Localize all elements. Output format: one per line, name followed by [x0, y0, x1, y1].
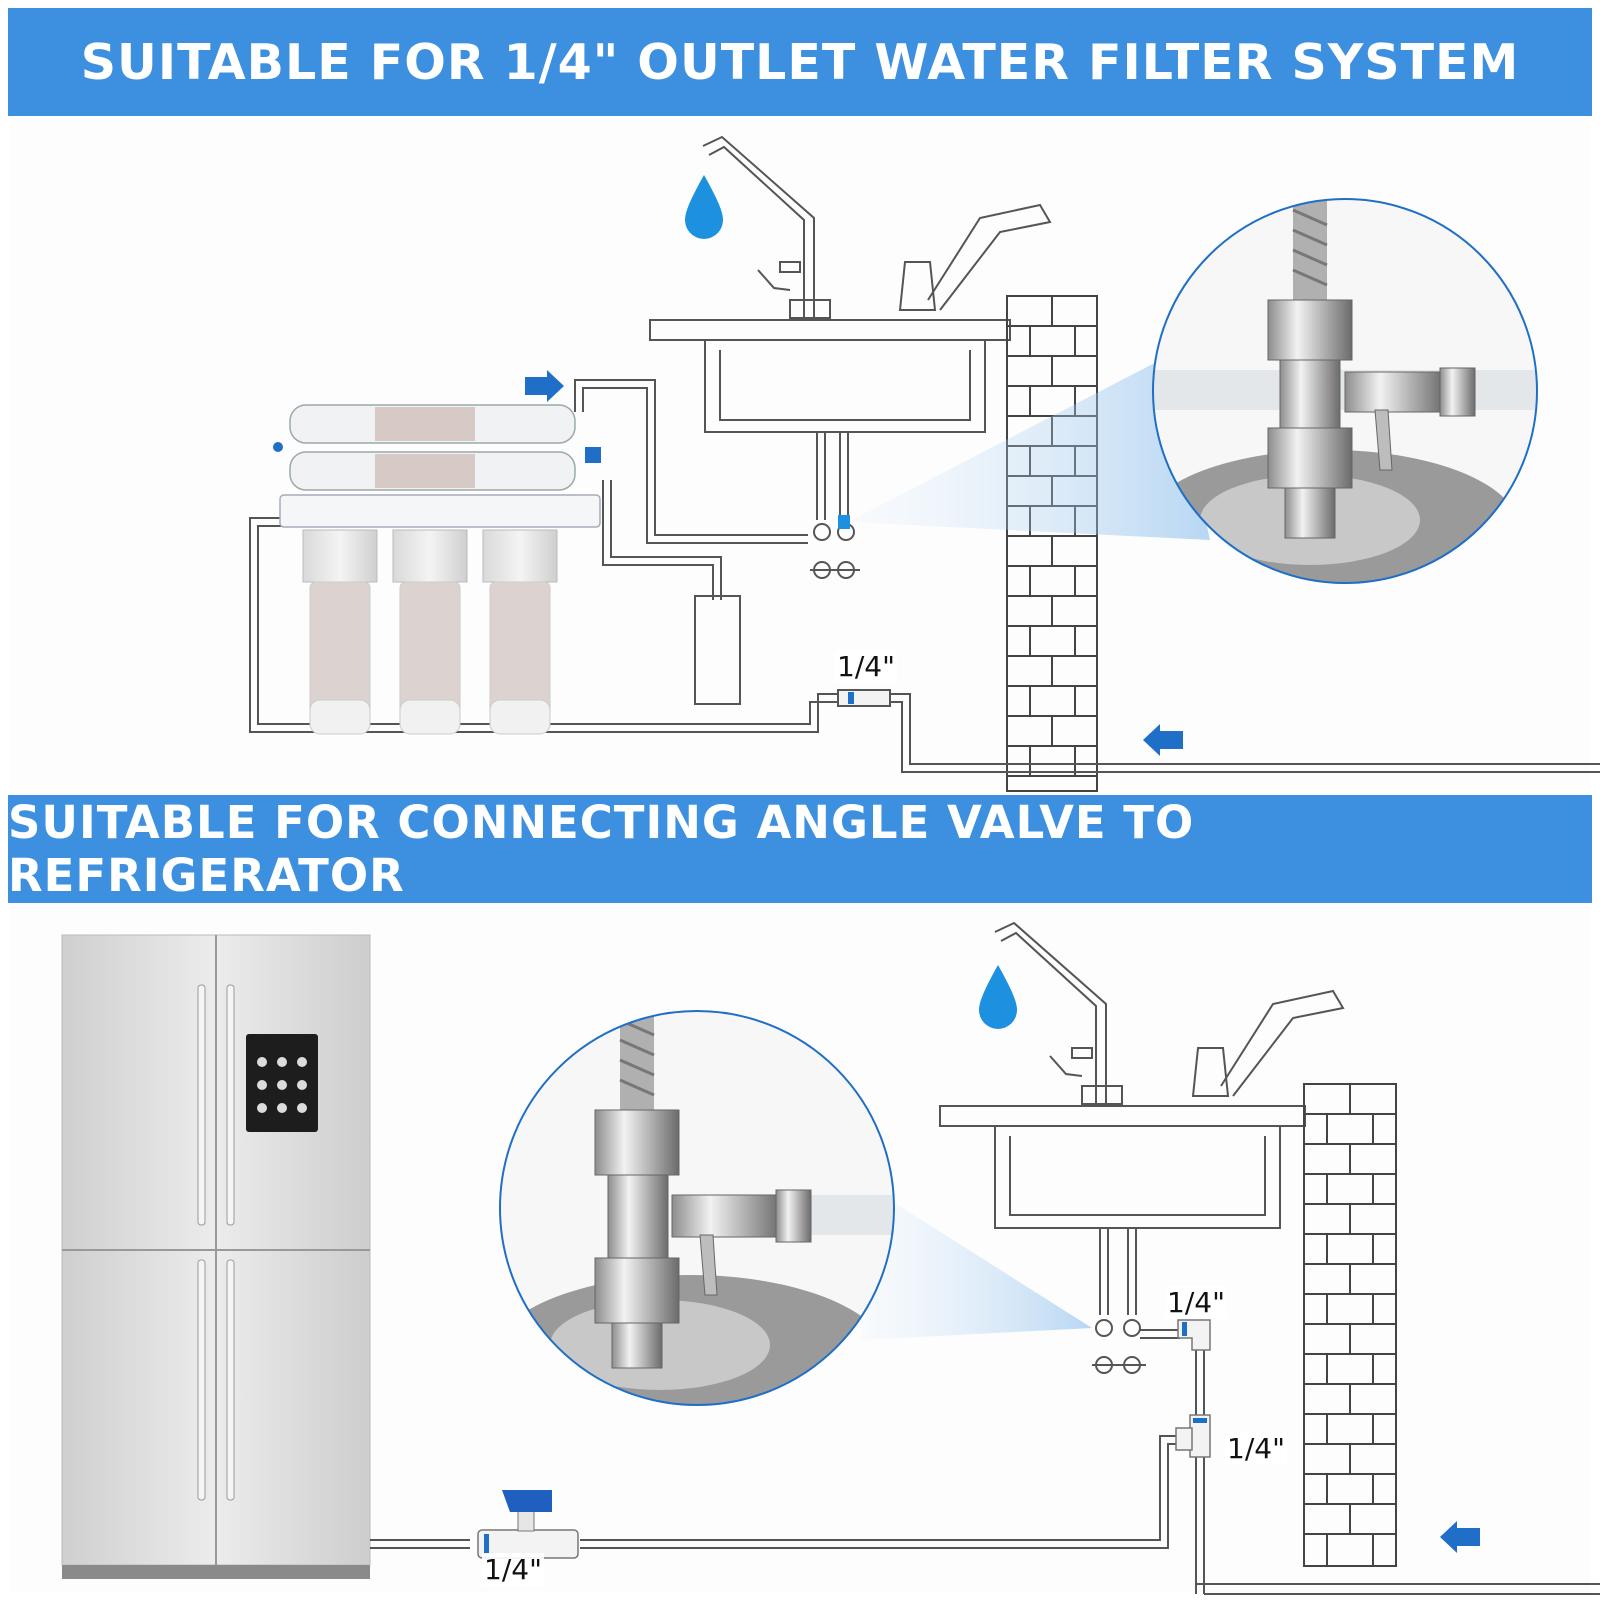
- zoom-beam: [860, 1200, 1092, 1340]
- bottom-banner-title: SUITABLE FOR CONNECTING ANGLE VALVE TO R…: [8, 795, 1592, 903]
- brick-wall: [1303, 1083, 1397, 1567]
- sink-counter: [939, 1105, 1306, 1127]
- brick-wall: [1006, 295, 1098, 792]
- ro-faucet-icon: [702, 135, 831, 320]
- water-drop-icon: [685, 175, 723, 239]
- elbow-size-label: 1/4": [1165, 1286, 1227, 1319]
- water-drop-icon: [979, 965, 1017, 1029]
- ro-filter-system: [273, 404, 601, 735]
- sink-counter: [649, 319, 1011, 341]
- sink-basin: [994, 1126, 1281, 1229]
- zoom-valve-detail-bottom: [499, 1010, 895, 1406]
- elbow-fitting: [1177, 1319, 1211, 1351]
- quarter-inch-fitting: [837, 689, 891, 707]
- flow-arrow-left-icon: [1143, 724, 1183, 756]
- top-banner-title: SUITABLE FOR 1/4" OUTLET WATER FILTER SY…: [8, 8, 1592, 116]
- refrigerator: [61, 934, 371, 1579]
- ball-valve-fitting: [477, 1490, 579, 1559]
- top-diagram: [249, 135, 1600, 792]
- flow-arrow-right-icon: [525, 370, 564, 402]
- top-fitting-size-label: 1/4": [835, 650, 897, 683]
- zoom-valve-detail-top: [1152, 198, 1538, 584]
- kitchen-faucet-icon: [898, 203, 1052, 311]
- kitchen-faucet-icon: [1191, 989, 1345, 1097]
- ball-valve-size-label: 1/4": [482, 1553, 544, 1586]
- storage-tank: [694, 595, 741, 705]
- zoom-beam: [848, 355, 1210, 540]
- tee-fitting: [1175, 1414, 1211, 1458]
- tee-size-label: 1/4": [1225, 1432, 1287, 1465]
- sink-basin: [704, 340, 986, 433]
- flow-arrow-left-icon: [1440, 1521, 1480, 1553]
- ro-faucet-icon: [994, 921, 1123, 1106]
